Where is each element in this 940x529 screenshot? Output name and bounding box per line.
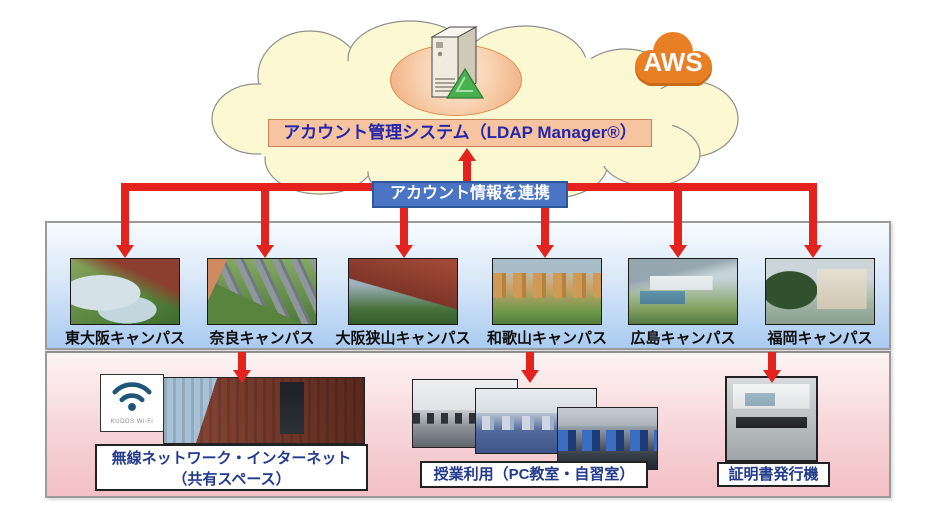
campus-label-hiroshima: 広島キャンパス — [630, 330, 736, 347]
wifi-logo-text: KUDOS Wi-Fi — [110, 419, 154, 425]
campus-photo-fukuoka — [765, 258, 875, 325]
campus-panel — [45, 221, 891, 350]
arrow-shaft — [463, 160, 471, 185]
arrow-shaft — [768, 352, 776, 371]
arrow-shaft — [121, 183, 129, 246]
wifi-icon — [112, 382, 152, 411]
arrow-shaft — [261, 183, 269, 246]
arrow-shaft — [809, 183, 817, 246]
campus-photo-hiroshima — [628, 258, 738, 325]
arrow-to-higashiosaka — [116, 183, 134, 258]
campus-photo-wakayama — [492, 258, 602, 325]
campus-label-nara: 奈良キャンパス — [209, 330, 315, 347]
arrow-head — [763, 370, 781, 383]
system-label-box: アカウント管理システム（LDAP Manager®） — [268, 119, 652, 147]
wifi-service-label-line2: （共有スペース） — [172, 471, 291, 488]
classroom-photo-3 — [557, 407, 658, 470]
campus-label-fukuoka: 福岡キャンパス — [767, 330, 873, 347]
aws-label: AWS — [643, 47, 702, 77]
arrow-head — [458, 148, 476, 161]
arrow-to-wakayama — [536, 183, 554, 258]
sync-label-box: アカウント情報を連携 — [372, 181, 568, 208]
arrow-wakayama-to-classroom — [521, 352, 539, 383]
certificate-service-label-box: 証明書発行機 — [717, 462, 830, 487]
wifi-service-label-line1: 無線ネットワーク・インターネット — [111, 450, 352, 467]
arrow-shaft — [674, 183, 682, 246]
classroom-service-label-box: 授業利用（PC教室・自習室） — [420, 461, 648, 488]
arrow-head — [233, 370, 251, 383]
campus-photo-higashiosaka — [70, 258, 180, 325]
arrow-shaft — [238, 352, 246, 371]
arrow-head — [536, 245, 554, 258]
arrow-head — [804, 245, 822, 258]
system-label: アカウント管理システム（LDAP Manager®） — [283, 123, 637, 142]
arrow-shaft — [400, 183, 408, 246]
arrow-to-nara — [256, 183, 274, 258]
arrow-head — [116, 245, 134, 258]
arrow-nara-to-wifi — [233, 352, 251, 383]
arrow-to-osakasayama — [395, 183, 413, 258]
kudos-wifi-logo: KUDOS Wi-Fi — [100, 374, 164, 432]
ldap-server-icon — [430, 26, 485, 99]
arrow-head — [669, 245, 687, 258]
arrow-shaft — [541, 183, 549, 246]
arrow-head — [395, 245, 413, 258]
certificate-service-label: 証明書発行機 — [728, 466, 819, 483]
wifi-service-label-box: 無線ネットワーク・インターネット （共有スペース） — [95, 444, 368, 491]
aws-cloud-icon: AWS — [635, 32, 712, 86]
arrow-head — [256, 245, 274, 258]
arrow-to-fukuoka — [804, 183, 822, 258]
campus-label-higashiosaka: 東大阪キャンパス — [64, 330, 185, 347]
arrow-to-hiroshima — [669, 183, 687, 258]
campus-photo-nara — [207, 258, 317, 325]
arrow-fukuoka-to-certificate — [763, 352, 781, 383]
certificate-machine-photo — [725, 376, 818, 462]
shared-space-building-photo — [163, 377, 365, 444]
campus-photo-osakasayama — [348, 258, 458, 325]
classroom-service-label: 授業利用（PC教室・自習室） — [433, 466, 635, 483]
arrow-up-to-system — [458, 148, 476, 185]
arrow-shaft — [526, 352, 534, 371]
sync-label: アカウント情報を連携 — [389, 185, 550, 202]
campus-label-osakasayama: 大阪狭山キャンパス — [335, 330, 471, 347]
arrow-head — [521, 370, 539, 383]
campus-label-wakayama: 和歌山キャンパス — [486, 330, 607, 347]
